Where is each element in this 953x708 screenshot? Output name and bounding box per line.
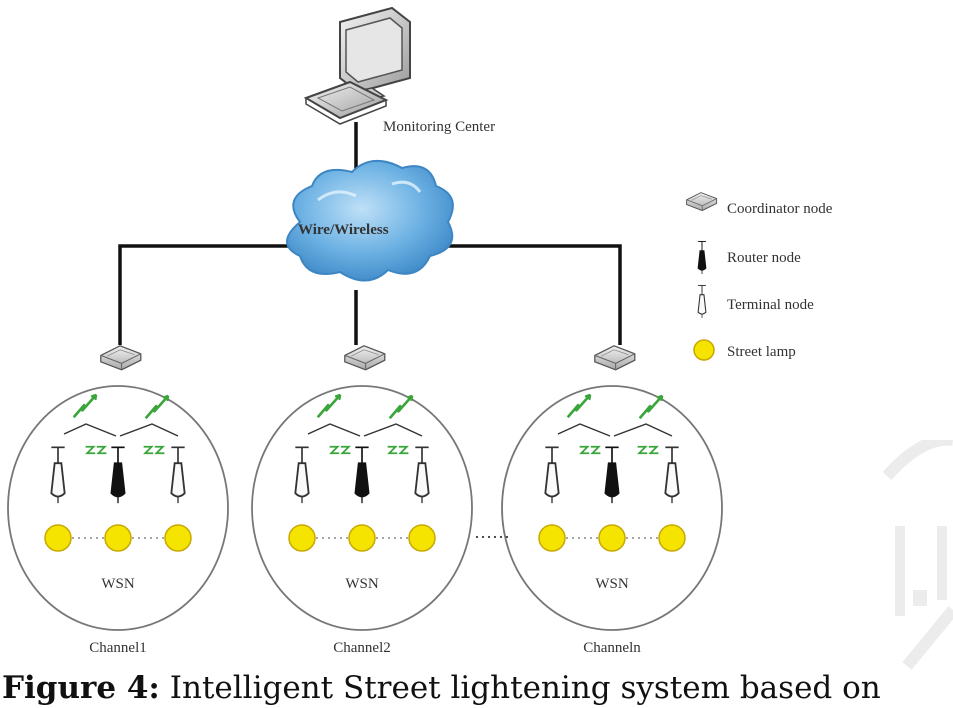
- monitoring-center-label: Monitoring Center: [383, 119, 495, 135]
- terminal-node-icon: [697, 284, 707, 318]
- wireless-link-icon: [144, 394, 170, 420]
- router-node-icon: [604, 446, 620, 505]
- wireless-link-icon: [72, 393, 98, 419]
- terminal-node-icon: [544, 446, 560, 505]
- wireless-link-icon: [638, 394, 664, 420]
- terminal-node-icon: [50, 446, 66, 505]
- cluster-boundary: [7, 385, 229, 631]
- watermark-graphic: [883, 440, 953, 670]
- coordinator-node-icon: [100, 345, 142, 371]
- link-line: [613, 423, 673, 437]
- street-lamp-icon: [693, 339, 715, 361]
- coordinator-node-icon: [686, 192, 718, 212]
- figure-caption: Figure 4: Intelligent Street lightening …: [2, 668, 953, 708]
- street-lamp-icon: [598, 524, 626, 552]
- legend-label-router: Router node: [727, 250, 801, 266]
- terminal-node-icon: [664, 446, 680, 505]
- street-lamp-icon: [408, 524, 436, 552]
- zigbee-link-icon: [578, 445, 602, 455]
- channel-label: Channel1: [89, 640, 147, 656]
- street-lamp-icon: [44, 524, 72, 552]
- legend-label-terminal: Terminal node: [727, 297, 814, 313]
- link-line: [307, 423, 361, 437]
- street-lamp-icon: [658, 524, 686, 552]
- wsn-cluster-1: WSN Channel1: [7, 345, 229, 656]
- link-line: [557, 423, 611, 437]
- link-line: [119, 423, 179, 437]
- terminal-node-icon: [170, 446, 186, 505]
- router-node-icon: [110, 446, 126, 505]
- street-lighting-diagram: Monitoring Center Wire/Wireless WSN Chann…: [7, 6, 833, 656]
- figure-caption-text: Intelligent Street lightening system bas…: [159, 670, 881, 706]
- figure-caption-prefix: Figure 4:: [2, 670, 160, 706]
- street-lamp-icon: [538, 524, 566, 552]
- legend-label-street-lamp: Street lamp: [727, 344, 796, 360]
- terminal-node-icon: [414, 446, 430, 505]
- link-line: [363, 423, 423, 437]
- street-lamp-icon: [348, 524, 376, 552]
- zigbee-link-icon: [636, 445, 660, 455]
- legend-label-coordinator: Coordinator node: [727, 201, 833, 217]
- zigbee-link-icon: [386, 445, 410, 455]
- cluster-boundary: [501, 385, 723, 631]
- zigbee-link-icon: [84, 445, 108, 455]
- wsn-cluster-3: WSN Channeln: [501, 345, 723, 656]
- wireless-link-icon: [388, 394, 414, 420]
- monitoring-center-computer-icon: [303, 6, 411, 125]
- wireless-link-icon: [566, 393, 592, 419]
- wsn-clusters: WSN Channel1 WSN Channel2 WSN Channeln: [7, 345, 723, 656]
- zigbee-link-icon: [328, 445, 352, 455]
- coordinator-node-icon: [594, 345, 636, 371]
- street-lamp-icon: [288, 524, 316, 552]
- cloud-label: Wire/Wireless: [298, 222, 389, 238]
- cluster-ellipsis: ……: [474, 522, 510, 542]
- router-node-icon: [697, 240, 707, 274]
- street-lamp-icon: [164, 524, 192, 552]
- router-node-icon: [354, 446, 370, 505]
- zigbee-link-icon: [142, 445, 166, 455]
- wsn-label: WSN: [595, 576, 629, 592]
- coordinator-node-icon: [344, 345, 386, 371]
- wsn-cluster-2: WSN Channel2: [251, 345, 473, 656]
- legend: Coordinator node Router node Terminal no…: [686, 192, 833, 361]
- link-line: [63, 423, 117, 437]
- terminal-node-icon: [294, 446, 310, 505]
- wire-wireless-cloud-icon: [286, 160, 454, 282]
- wsn-label: WSN: [345, 576, 379, 592]
- cluster-boundary: [251, 385, 473, 631]
- channel-label: Channel2: [333, 640, 391, 656]
- street-lamp-icon: [104, 524, 132, 552]
- channel-label: Channeln: [583, 640, 641, 656]
- wireless-link-icon: [316, 393, 342, 419]
- wsn-label: WSN: [101, 576, 135, 592]
